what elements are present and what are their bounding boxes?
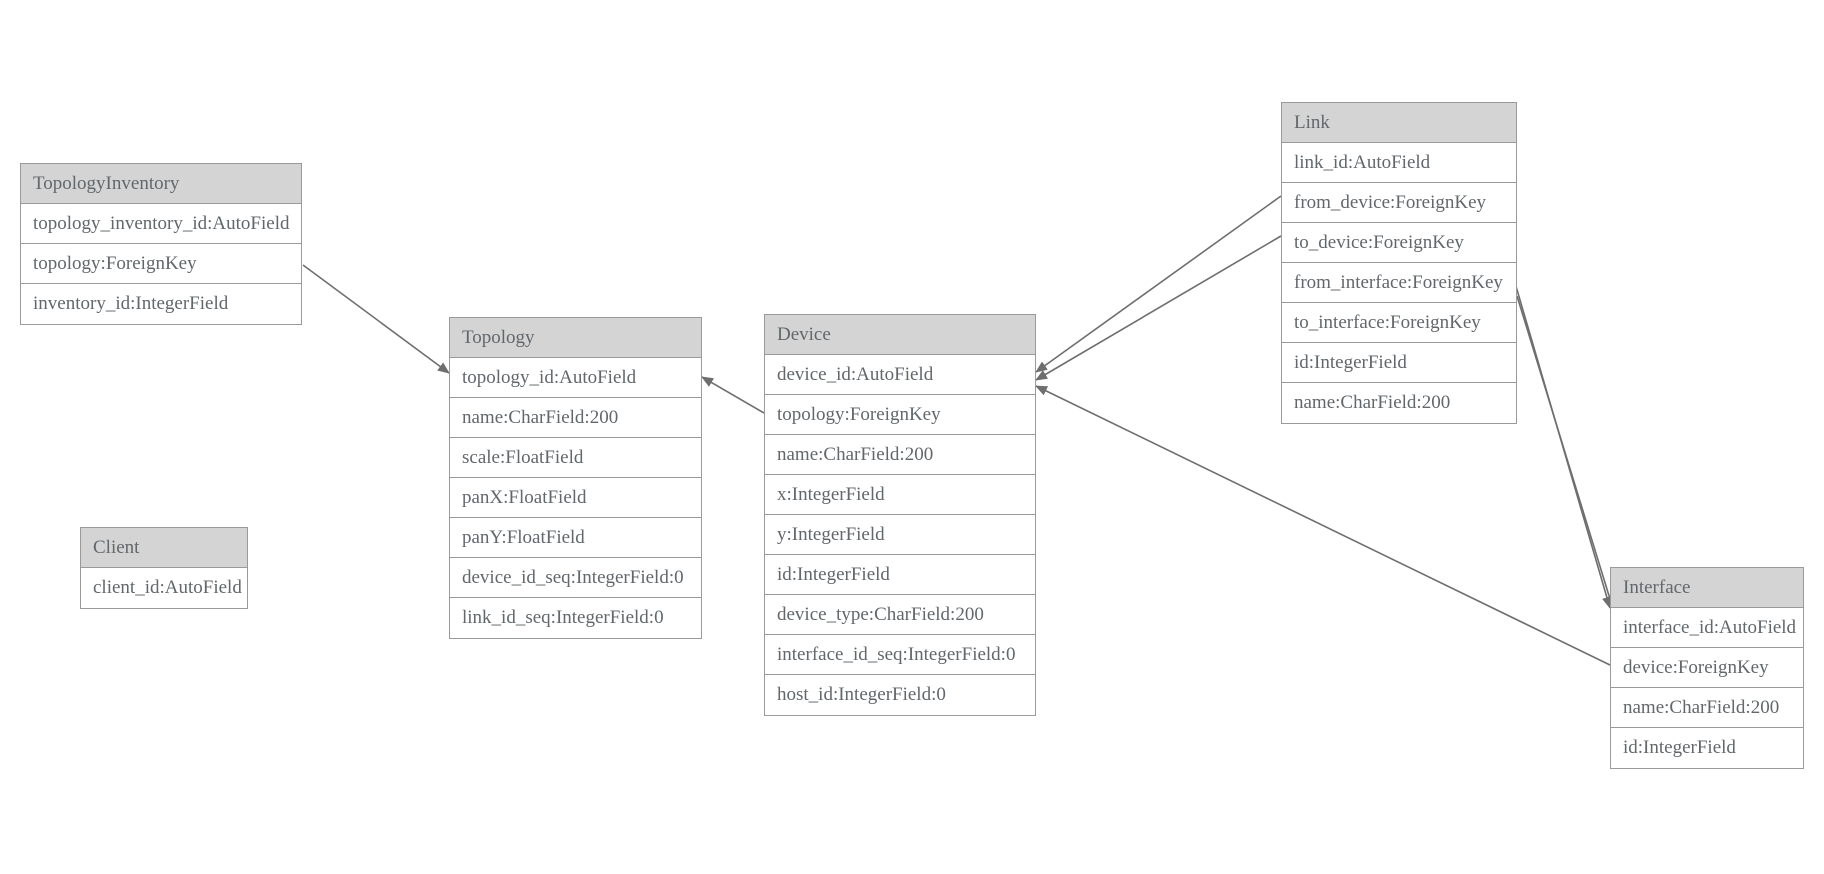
entity-field: topology_inventory_id:AutoField	[21, 204, 301, 244]
edge-link-from-interface	[1512, 275, 1612, 609]
entity-field: y:IntegerField	[765, 515, 1035, 555]
entity-field: link_id_seq:IntegerField:0	[450, 598, 701, 638]
edge-link-from-device	[1035, 195, 1282, 373]
edge-interface-device	[1035, 385, 1611, 666]
edge-link-to-interface	[1516, 295, 1616, 613]
edge-device-topology	[701, 376, 765, 414]
entity-field: id:IntegerField	[765, 555, 1035, 595]
entity-field: interface_id:AutoField	[1611, 608, 1803, 648]
entity-field: scale:FloatField	[450, 438, 701, 478]
entity-field: name:CharField:200	[450, 398, 701, 438]
entity-field: host_id:IntegerField:0	[765, 675, 1035, 715]
entity-field: id:IntegerField	[1611, 728, 1803, 768]
entity-field: device_id_seq:IntegerField:0	[450, 558, 701, 598]
entity-field: panY:FloatField	[450, 518, 701, 558]
entity-field: topology:ForeignKey	[765, 395, 1035, 435]
entity-field: from_interface:ForeignKey	[1282, 263, 1516, 303]
entity-field: inventory_id:IntegerField	[21, 284, 301, 324]
entity-field: device:ForeignKey	[1611, 648, 1803, 688]
edge-link-to-device	[1035, 235, 1282, 381]
entity-field: name:CharField:200	[765, 435, 1035, 475]
entity-title-client: Client	[81, 528, 247, 568]
entity-field: interface_id_seq:IntegerField:0	[765, 635, 1035, 675]
entity-field: from_device:ForeignKey	[1282, 183, 1516, 223]
entity-field: x:IntegerField	[765, 475, 1035, 515]
entity-field: panX:FloatField	[450, 478, 701, 518]
entity-field: name:CharField:200	[1282, 383, 1516, 423]
entity-field: to_device:ForeignKey	[1282, 223, 1516, 263]
entity-field: id:IntegerField	[1282, 343, 1516, 383]
entity-title-topology: Topology	[450, 318, 701, 358]
entity-field: link_id:AutoField	[1282, 143, 1516, 183]
entity-field: topology_id:AutoField	[450, 358, 701, 398]
entity-title-topology_inventory: TopologyInventory	[21, 164, 301, 204]
entity-field: device_type:CharField:200	[765, 595, 1035, 635]
entity-title-device: Device	[765, 315, 1035, 355]
entity-field: to_interface:ForeignKey	[1282, 303, 1516, 343]
entity-field: client_id:AutoField	[81, 568, 247, 608]
entity-title-link: Link	[1282, 103, 1516, 143]
edge-topologyinventory-topology	[302, 264, 450, 374]
entity-title-interface: Interface	[1611, 568, 1803, 608]
entity-field: topology:ForeignKey	[21, 244, 301, 284]
entity-field: name:CharField:200	[1611, 688, 1803, 728]
entity-field: device_id:AutoField	[765, 355, 1035, 395]
